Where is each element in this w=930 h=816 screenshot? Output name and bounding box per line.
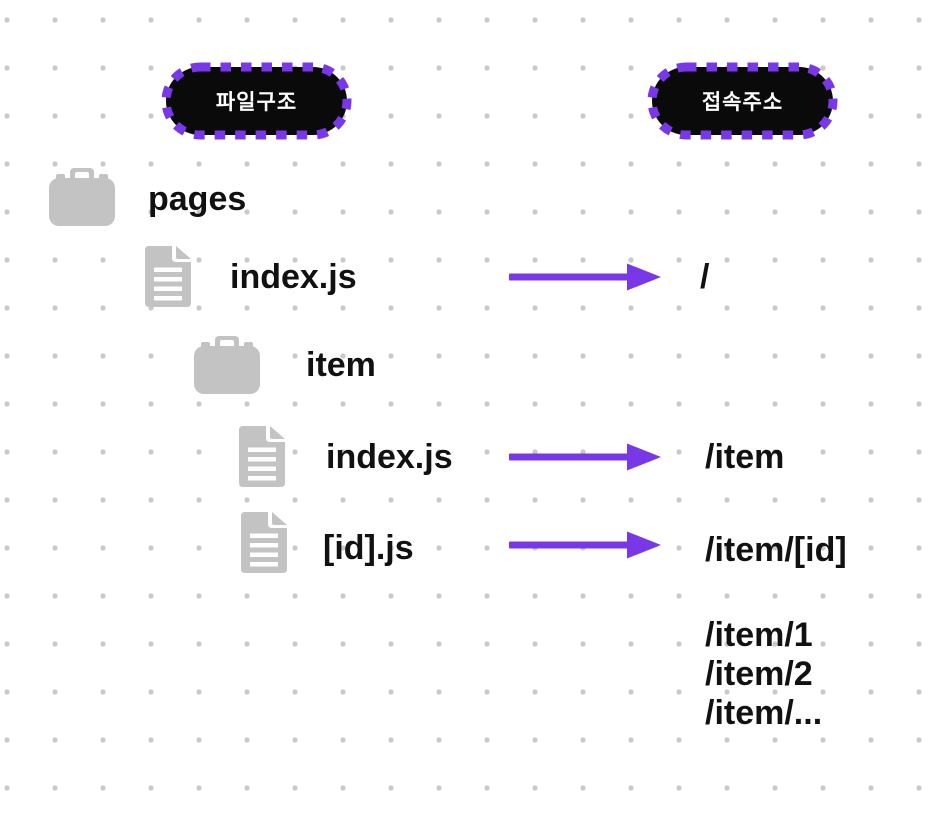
access-url-badge-label: 접속주소 <box>701 91 784 114</box>
url-example-2: /item/2 <box>705 655 813 693</box>
mapping-arrow-icon <box>509 443 661 471</box>
mapping-arrow-icon <box>509 531 661 559</box>
mapping-arrow-icon <box>509 263 661 291</box>
dashed-border <box>161 62 352 140</box>
document-icon <box>239 426 285 487</box>
folder-label-item: item <box>306 346 376 384</box>
url-examples: /item/1 /item/2 /item/... <box>705 616 822 733</box>
file-label-item-index-js: index.js <box>326 438 453 476</box>
document-icon <box>145 246 191 307</box>
document-icon <box>241 512 287 573</box>
url-example-3: /item/... <box>705 694 823 732</box>
access-url-badge: 접속주소 <box>647 62 838 140</box>
url-item-id: /item/[id] <box>705 531 847 569</box>
url-root: / <box>700 258 710 296</box>
file-structure-badge: 파일구조 <box>161 62 352 140</box>
url-item: /item <box>705 438 785 476</box>
file-label-id-js: [id].js <box>323 529 414 567</box>
briefcase-folder-icon <box>49 168 115 226</box>
file-label-index-js: index.js <box>230 258 357 296</box>
folder-label-pages: pages <box>148 180 247 218</box>
url-example-1: /item/1 <box>705 616 813 654</box>
file-structure-badge-label: 파일구조 <box>215 91 298 114</box>
dashed-border <box>647 62 838 140</box>
briefcase-folder-icon <box>194 336 260 394</box>
